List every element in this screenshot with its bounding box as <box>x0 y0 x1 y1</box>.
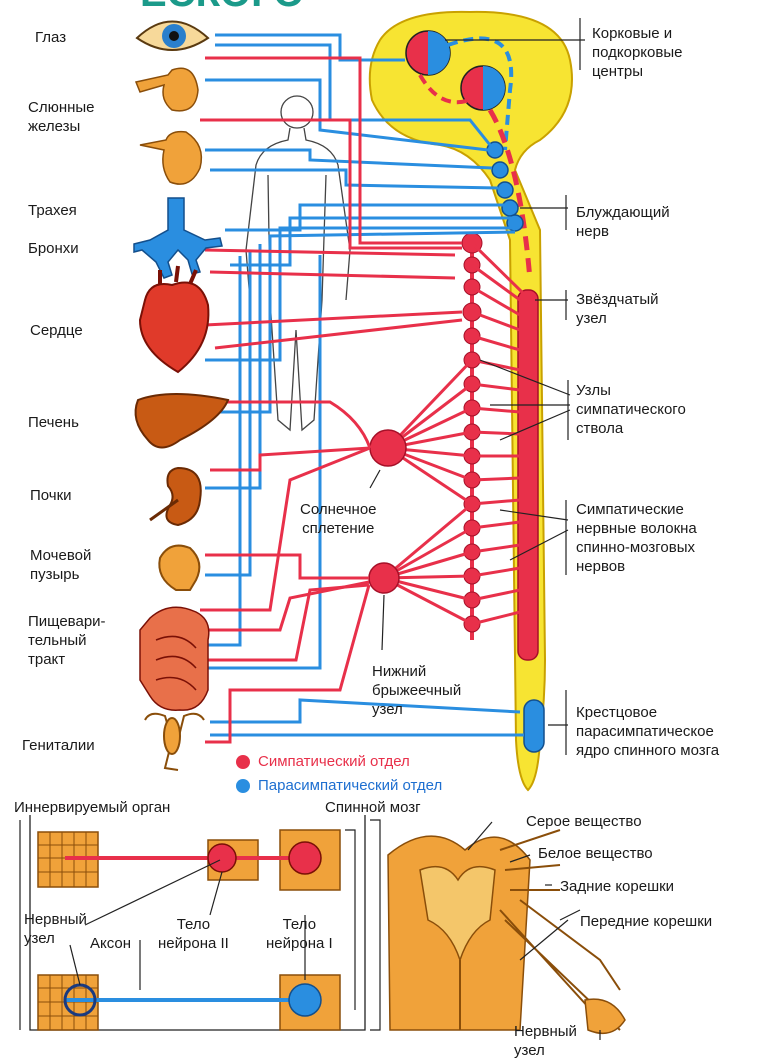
label-innervated-organ: Иннервируемый орган <box>14 798 170 817</box>
label-sympathetic-fibers: Симпатические нервные волокна спинно-моз… <box>576 500 697 576</box>
bladder-icon <box>159 546 199 590</box>
organ-label-bladder: Мочевой пузырь <box>30 546 91 584</box>
organ-label-heart: Сердце <box>30 321 83 340</box>
label-gray-matter: Серое вещество <box>526 812 642 831</box>
label-white-matter: Белое вещество <box>538 844 653 863</box>
eye-icon <box>137 22 208 51</box>
label-neuron-1: Тело нейрона I <box>266 915 333 953</box>
kidney-icon <box>150 468 201 525</box>
organ-label-salivary: Слюнные железы <box>28 98 95 136</box>
label-stellate-ganglion: Звёздчатый узел <box>576 290 659 328</box>
label-solar-plexus: Солнечное сплетение <box>300 500 377 538</box>
label-axon: Аксон <box>90 934 131 953</box>
label-nerve-node-left: Нервный узел <box>24 910 87 948</box>
legend-parasympathetic-dot <box>236 779 250 793</box>
legend-sympathetic-dot <box>236 755 250 769</box>
liver-icon <box>136 394 228 448</box>
legend-parasympathetic-label: Парасимпатический отдел <box>258 776 442 795</box>
label-anterior-roots: Передние корешки <box>580 912 712 931</box>
genitals-icon <box>145 714 204 770</box>
human-silhouette <box>246 96 350 430</box>
heart-icon <box>140 266 208 372</box>
label-spinal-cord: Спинной мозг <box>325 798 421 817</box>
label-spinal-nerve-node: Нервный узел <box>514 1022 577 1060</box>
label-vagus-nerve: Блуждающий нерв <box>576 203 670 241</box>
salivary-gland-icon <box>136 68 201 184</box>
label-mesenteric-ganglion: Нижний брыжеечный узел <box>372 662 461 719</box>
label-cortical-centers: Корковые и подкорковые центры <box>592 24 682 81</box>
label-posterior-roots: Задние корешки <box>560 877 674 896</box>
label-trunk-ganglia: Узлы симпатического ствола <box>576 381 686 438</box>
organ-label-digestive: Пищевари- тельный тракт <box>28 612 106 669</box>
organ-label-bronchi: Бронхи <box>28 239 79 258</box>
digestive-tract-icon <box>140 607 209 710</box>
legend-sympathetic-label: Симпатический отдел <box>258 752 410 771</box>
organ-label-liver: Печень <box>28 413 79 432</box>
organ-label-trachea: Трахея <box>28 201 77 220</box>
label-sacral-nucleus: Крестцовое парасимпатическое ядро спинно… <box>576 703 719 760</box>
header-title-fragment: ЕСКОГО <box>140 0 304 15</box>
plexus-ganglia <box>369 360 472 624</box>
organ-label-kidneys: Почки <box>30 486 72 505</box>
label-neuron-2: Тело нейрона II <box>158 915 229 953</box>
organ-label-genitals: Гениталии <box>22 736 95 755</box>
organ-label-eye: Глаз <box>35 28 66 47</box>
